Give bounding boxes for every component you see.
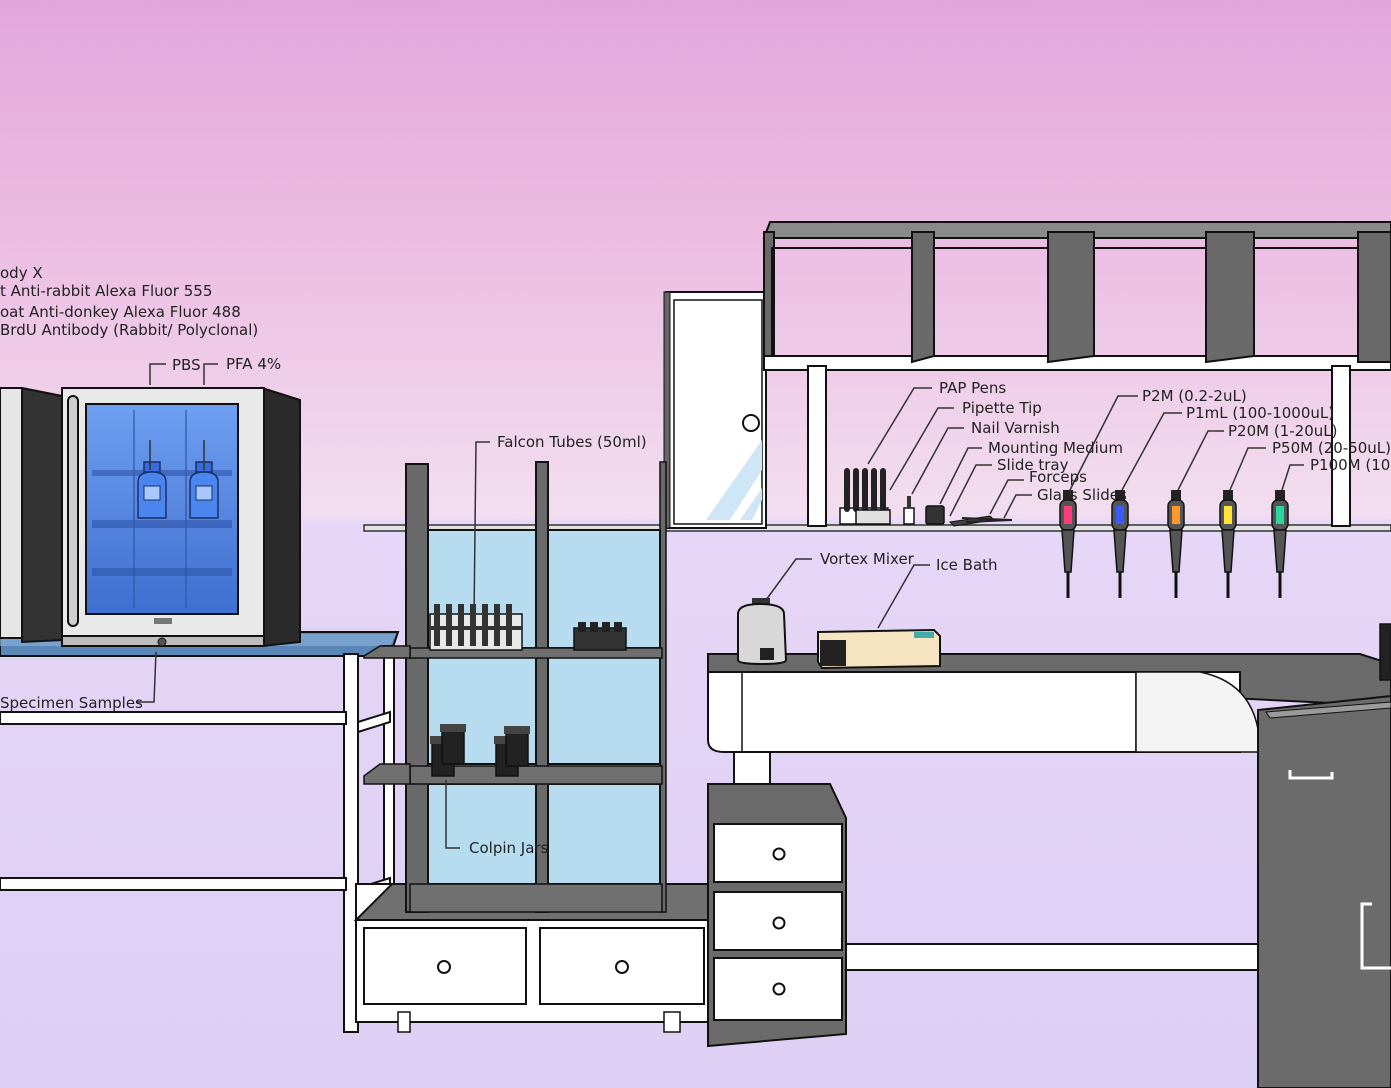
mounting-medium[interactable] <box>925 505 945 525</box>
pipette-p1ml[interactable] <box>1111 490 1129 598</box>
pipette-tip-box[interactable] <box>855 509 891 525</box>
cubby-cabinet[interactable] <box>353 461 711 1033</box>
nail-varnish-label: Nail Varnish <box>971 419 1060 437</box>
falcon-tubes-label: Falcon Tubes (50ml) <box>497 433 647 451</box>
small-drawer-unit[interactable] <box>707 783 847 1048</box>
right-edge-item[interactable] <box>1379 623 1391 681</box>
pap-pens-label: PAP Pens <box>939 379 1007 397</box>
vortex-mixer-label: Vortex Mixer <box>820 550 914 568</box>
pipette-tip-label: Pipette Tip <box>962 399 1042 417</box>
forceps-label: Forceps <box>1029 468 1087 486</box>
p2m-label: P2M (0.2-2uL) <box>1142 387 1247 405</box>
tall-cabinet[interactable] <box>663 291 767 529</box>
colpin-jars[interactable] <box>430 724 530 777</box>
reagent-line-3: oat Anti-donkey Alexa Fluor 488 <box>0 303 241 321</box>
right-drawer-unit[interactable] <box>1257 694 1391 1088</box>
tube-rack-small[interactable] <box>573 622 627 651</box>
specimen-samples-label: Specimen Samples <box>0 694 143 712</box>
glass-slides-label: Glass Slides <box>1037 486 1127 504</box>
fridge-main[interactable] <box>61 386 301 648</box>
reagent-line-4: BrdU Antibody (Rabbit/ Polyclonal) <box>0 321 259 339</box>
pipette-p20m[interactable] <box>1167 490 1185 598</box>
falcon-tube-rack[interactable] <box>429 604 523 651</box>
p20m-label: P20M (1-20uL) <box>1228 422 1338 440</box>
colpin-jars-label: Colpin Jars <box>469 839 549 857</box>
p1ml-label: P1mL (100-1000uL) <box>1186 404 1335 422</box>
back-counter <box>363 524 1391 532</box>
wall-shelves[interactable] <box>762 221 1391 527</box>
reagent-line-2: t Anti-rabbit Alexa Fluor 555 <box>0 282 213 300</box>
pipette-p100m[interactable] <box>1271 490 1289 598</box>
left-table[interactable] <box>0 631 400 1033</box>
vortex-mixer[interactable] <box>737 598 788 666</box>
mounting-medium-label: Mounting Medium <box>988 439 1123 457</box>
pipette-p50m[interactable] <box>1219 490 1237 598</box>
ice-bath[interactable] <box>817 628 941 670</box>
p50m-label: P50M (20-50uL) <box>1272 439 1391 457</box>
pipette-p2m[interactable] <box>1059 490 1077 598</box>
slide-tray-label: Slide tray <box>997 456 1069 474</box>
reagent-line-1: ody X <box>0 264 43 282</box>
pbs-bottle[interactable] <box>137 461 167 519</box>
fridge-left-partial[interactable] <box>0 386 63 644</box>
pbs-label: PBS <box>172 356 201 374</box>
nail-varnish[interactable] <box>903 496 915 525</box>
p100m-label: P100M (10- <box>1310 456 1391 474</box>
forceps[interactable] <box>961 517 1013 523</box>
callout-lines <box>136 363 1304 849</box>
ice-bath-label: Ice Bath <box>936 556 998 574</box>
pfa-label: PFA 4% <box>226 355 282 373</box>
